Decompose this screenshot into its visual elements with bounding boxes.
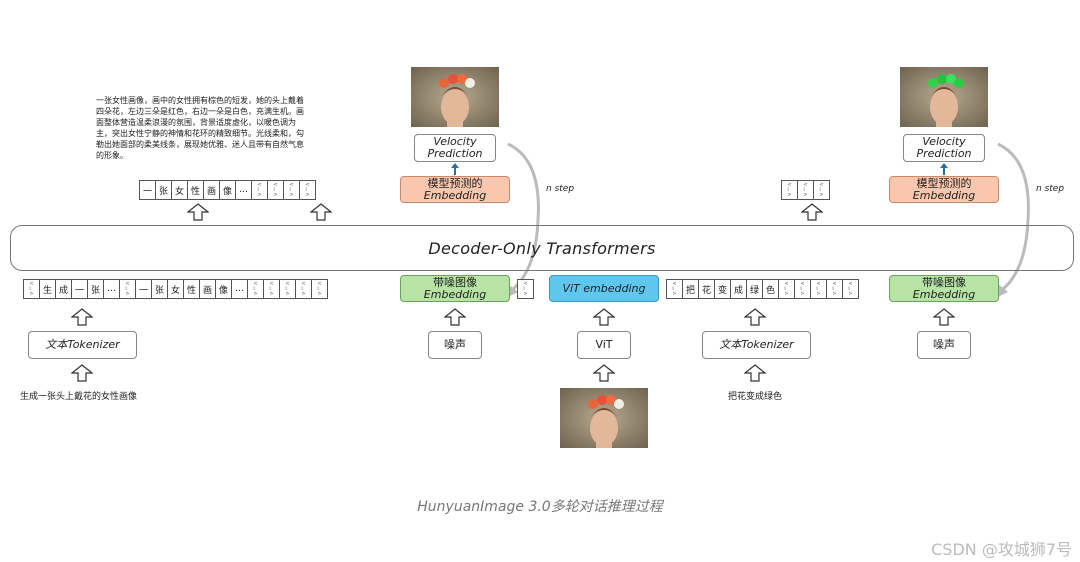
input-token-row-right: <i> 把 花 变 成 绿 色 <i> <i> <i> <i> <i> [666,279,859,299]
token: 张 [87,279,104,299]
token: 性 [183,279,200,299]
up-arrow-icon [593,308,615,326]
token: … [103,279,120,299]
special-token: <i> [119,279,136,299]
token: 成 [730,279,747,299]
special-token: <i> [842,279,859,299]
up-arrow-icon [801,203,823,221]
special-token: <i> [826,279,843,299]
special-token: <i> [263,279,280,299]
prompt-left: 生成一张头上戴花的女性画像 [20,392,138,402]
special-token: <i> [311,279,328,299]
token: 把 [682,279,699,299]
special-token: <i> [267,180,284,200]
generated-image-red-flowers [411,67,499,127]
special-token: <i> [299,180,316,200]
special-token: <i> [283,180,300,200]
text-tokenizer-box-right: 文本Tokenizer [702,331,811,359]
token: 张 [151,279,168,299]
token: 生 [39,279,56,299]
separator-token: <i> [517,279,534,299]
special-token: <i> [810,279,827,299]
vit-embedding-box: ViT embedding [549,275,659,302]
image-description-text: 一张女性画像，画中的女性拥有棕色的短发，她的头上戴着四朵花，左边三朵是红色，右边… [96,96,304,160]
token: 一 [71,279,88,299]
special-token: <i> [813,180,830,200]
watermark: CSDN @攻城狮7号 [931,540,1072,559]
up-arrow-icon [744,308,766,326]
up-arrow-icon [310,203,332,221]
up-arrow-icon [187,203,209,221]
up-arrow-icon [444,308,466,326]
token: 绿 [746,279,763,299]
token: 性 [187,180,204,200]
token: 花 [698,279,715,299]
prompt-right: 把花变成绿色 [728,392,783,402]
noise-box-right: 噪声 [917,331,971,359]
token: 一 [139,180,156,200]
token: 像 [219,180,236,200]
token: 一 [135,279,152,299]
special-token: <i> [778,279,795,299]
token: 画 [199,279,216,299]
token: 成 [55,279,72,299]
token: 色 [762,279,779,299]
special-token: <i> [517,279,534,299]
special-token: <i> [794,279,811,299]
output-token-row: 一 张 女 性 画 像 … <i> <i> <i> <i> [139,180,316,200]
up-arrow-icon [744,364,766,382]
special-token: <i> [295,279,312,299]
text-tokenizer-box: 文本Tokenizer [28,331,137,359]
up-arrow-icon [71,308,93,326]
special-token: <i> [251,180,268,200]
token: 画 [203,180,220,200]
token: 变 [714,279,731,299]
token: … [235,180,252,200]
up-arrow-icon [71,364,93,382]
loop-arrow-icon [996,142,1030,298]
input-token-row-left: <i> 生 成 一 张 … <i> 一 张 女 性 画 像 … <i> <i> … [23,279,328,299]
input-image-red-flowers [560,388,648,448]
n-step-label: n step [546,184,575,194]
special-token: <i> [797,180,814,200]
special-token: <i> [23,279,40,299]
token: 女 [171,180,188,200]
special-token: <i> [666,279,683,299]
token: … [231,279,248,299]
decoder-only-transformer-block: Decoder-Only Transformers [10,225,1074,271]
up-arrow-small-icon [940,163,948,175]
n-step-label-right: n step [1036,184,1065,194]
token: 像 [215,279,232,299]
token: 女 [167,279,184,299]
up-arrow-icon [933,308,955,326]
up-arrow-small-icon [451,163,459,175]
special-token: <i> [279,279,296,299]
figure-title: HunyuanImage 3.0多轮对话推理过程 [417,499,663,515]
noise-box: 噪声 [428,331,482,359]
output-token-row-right: <i> <i> <i> [781,180,830,200]
special-token: <i> [781,180,798,200]
up-arrow-icon [593,364,615,382]
edited-image-green-flowers [900,67,988,127]
vit-box: ViT [577,331,631,359]
token: 张 [155,180,172,200]
special-token: <i> [247,279,264,299]
